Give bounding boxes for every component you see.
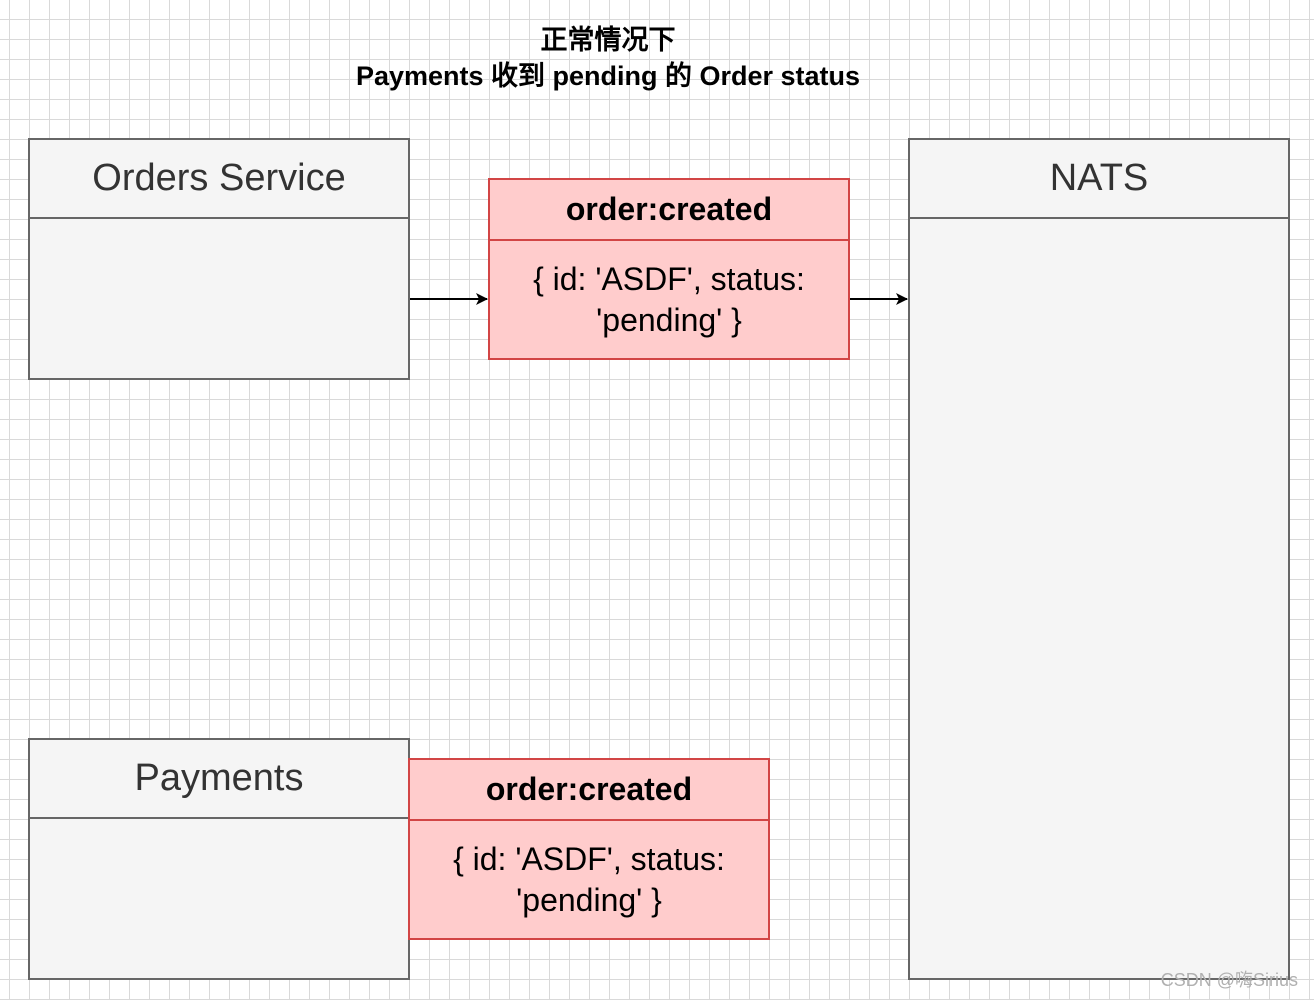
event-name: order:created (410, 760, 768, 821)
payments-lane[interactable]: Payments (28, 738, 410, 980)
event-payload-line2: 'pending' } (516, 881, 662, 918)
nats-lane-label: NATS (910, 140, 1288, 219)
payments-lane-label: Payments (30, 740, 408, 819)
event-payload: { id: 'ASDF', status: 'pending' } (490, 241, 848, 358)
diagram-title-line1: 正常情况下 (540, 25, 676, 55)
diagram-title-line2: Payments 收到 pending 的 Order status (355, 61, 861, 91)
orders-service-lane-label: Orders Service (30, 140, 408, 219)
watermark: CSDN @嗨Sirius (1160, 970, 1298, 990)
nats-lane[interactable]: NATS (908, 138, 1290, 980)
event-payload-line2: 'pending' } (596, 301, 742, 338)
event-payload-line1: { id: 'ASDF', status: (453, 840, 725, 877)
event-payload: { id: 'ASDF', status: 'pending' } (410, 821, 768, 938)
orders-service-lane[interactable]: Orders Service (28, 138, 410, 380)
event-payload-line1: { id: 'ASDF', status: (533, 260, 805, 297)
order-created-event-sent[interactable]: order:created { id: 'ASDF', status: 'pen… (488, 178, 850, 360)
event-name: order:created (490, 180, 848, 241)
order-created-event-received[interactable]: order:created { id: 'ASDF', status: 'pen… (408, 758, 770, 940)
